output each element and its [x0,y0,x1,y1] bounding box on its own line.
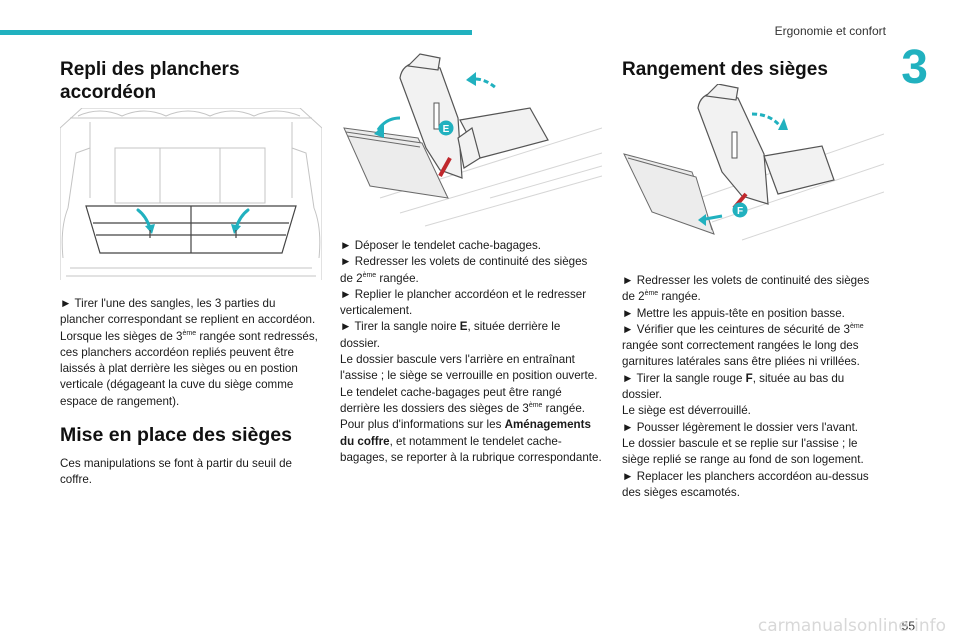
bold-text: F [745,371,753,385]
trunk-illustration [60,108,322,280]
text-span: rangée. [376,271,419,285]
paragraph-cover-stored: Le tendelet cache-bagages peut être rang… [340,385,602,418]
column-1: Repli des planchers accordéon [60,58,322,104]
text-span: rangée. [542,401,585,415]
bold-text: Aménagements du coffre [340,418,591,448]
instruction-headrests: ► Mettre les appuis-tête en position bas… [622,306,845,320]
watermark: carmanualsonline.info [757,616,946,636]
section-header: Ergonomie et confort [774,24,886,38]
column-3: Rangement des sièges [622,58,884,81]
heading-rangement: Rangement des sièges [622,59,828,80]
text-span: , située au bas du dossier. [622,371,845,402]
superscript: ème [528,402,543,410]
column-2-text: ► Déposer le tendelet cache-bagages. ► R… [340,238,602,466]
superscript: ème [850,323,864,331]
text-span: , située derrière le dossier. [340,320,561,350]
paragraph-seat-folds: Le dossier bascule et se replie sur l'as… [622,436,864,467]
instruction-raise-flaps-2: ► Redresser les volets de continuité des… [622,273,884,306]
instruction-raise-flaps: ► Redresser les volets de continuité des… [340,254,602,287]
heading-repli: Repli des planchers accordéon [60,59,240,103]
text-span: Pour plus d'informations sur les [340,418,505,432]
text-span: ► Tirer la sangle rouge [622,371,746,385]
page-number: 55 [901,619,915,633]
paragraph-seat-tilts: Le dossier bascule vers l'arrière en ent… [340,353,598,383]
accent-bar [0,30,472,35]
superscript: ème [362,271,377,279]
instruction-check-belts: ► Vérifier que les ceintures de sécurité… [622,322,884,371]
column-1-text: ► Tirer l'une des sangles, les 3 parties… [60,296,322,489]
instruction-pull-black-strap: ► Tirer la sangle noire E, située derriè… [340,319,602,352]
column-3-text: ► Redresser les volets de continuité des… [622,273,884,501]
text-span: ► Vérifier que les ceintures de sécurité… [622,322,851,336]
text-span: , et notamment le tendelet cache-bagages… [340,434,602,464]
text-span: ► Tirer la sangle noire [340,320,460,334]
superscript: ème [644,290,659,298]
text-span: ► Redresser les volets de continuité des… [622,274,870,304]
seat-stow-illustration: F [622,84,884,244]
badge-e: E [443,124,450,135]
seat-raise-illustration: E [340,48,602,230]
instruction-replace-floors: ► Replacer les planchers accordéon au-de… [622,469,869,499]
paragraph-unlocked: Le siège est déverrouillé. [622,404,751,418]
paragraph-seuil: Ces manipulations se font à partir du se… [60,457,293,487]
instruction-fold-floor: ► Replier le plancher accordéon et le re… [340,287,587,318]
paragraph-more-info: Pour plus d'informations sur les Aménage… [340,417,602,466]
chapter-number: 3 [901,41,928,94]
text-span: rangée sont redressés, ces planchers acc… [60,329,318,408]
badge-f: F [737,206,743,217]
superscript: ème [182,329,197,337]
instruction-pull-strap: ► Tirer l'une des sangles, les 3 parties… [60,297,316,327]
bold-text: E [459,320,468,334]
instruction-remove-cover: ► Déposer le tendelet cache-bagages. [340,239,541,252]
heading-mise-en-place: Mise en place des sièges [60,424,292,447]
text-span: rangée. [658,290,701,304]
text-span: Le tendelet cache-bagages peut être rang… [340,385,562,415]
text-span: rangée sont correctement rangées le long… [622,339,860,369]
instruction-pull-red-strap: ► Tirer la sangle rouge F, située au bas… [622,371,884,404]
paragraph-accordion: Lorsque les sièges de 3ème rangée sont r… [60,329,322,410]
instruction-push-backrest: ► Pousser légèrement le dossier vers l'a… [622,420,859,434]
text-span: ► Redresser les volets de continuité des… [340,255,588,285]
text-span: Lorsque les sièges de 3 [60,329,183,343]
